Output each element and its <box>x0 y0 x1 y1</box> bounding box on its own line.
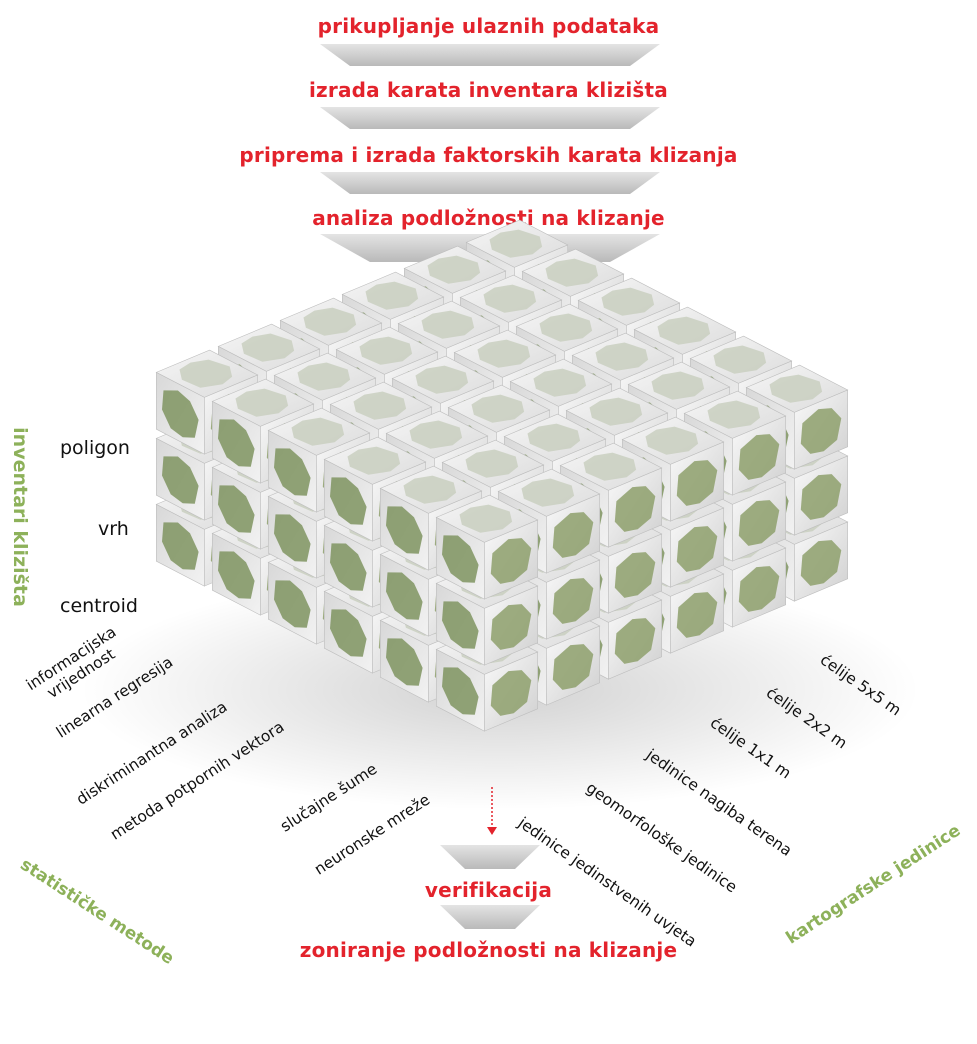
cube-left-map <box>274 448 311 496</box>
cube-top-map <box>533 368 587 397</box>
inventory-item-centroid: centroid <box>60 595 138 617</box>
cube-right-map <box>490 670 532 716</box>
step-arrow-band-2 <box>320 107 660 129</box>
cube-left-map <box>274 514 311 562</box>
step-data-collection: prikupljanje ulaznih podataka <box>317 14 660 38</box>
cube-left-map <box>162 456 199 504</box>
cube-top-map <box>477 339 531 368</box>
final-arrow-band-2 <box>440 905 540 929</box>
cube-right-map <box>800 408 842 454</box>
cube-left-map <box>162 390 199 438</box>
cube-left-map <box>218 485 255 533</box>
cube-right-map <box>738 566 780 612</box>
cube-right-map <box>490 538 532 584</box>
cube-top-map <box>589 397 643 426</box>
cube-top-map <box>365 281 419 310</box>
cube-right-map <box>676 526 718 572</box>
cube-right-map <box>552 512 594 558</box>
cube-left-map <box>274 580 311 628</box>
cube-top-map <box>595 342 649 371</box>
inventory-item-polygon: poligon <box>60 437 130 459</box>
cube-top-map <box>303 307 357 336</box>
cube-top-map <box>645 426 699 455</box>
cube-top-map <box>459 504 513 533</box>
cube-right-map <box>738 500 780 546</box>
cube-top-map <box>471 394 525 423</box>
axis-title-inventory: inventari klizišta <box>8 427 31 607</box>
cube-left-map <box>386 506 423 554</box>
matrix-cube <box>683 390 787 496</box>
cube-left-map <box>330 609 367 657</box>
cube-top-map <box>483 284 537 313</box>
cube-top-map <box>521 478 575 507</box>
dotted-arrow-bottom <box>487 787 497 835</box>
cube-top-map <box>707 400 761 429</box>
matrix-cube <box>435 494 539 600</box>
cube-right-map <box>614 552 656 598</box>
cube-left-map <box>330 543 367 591</box>
cube-top-map <box>465 449 519 478</box>
cube-top-map <box>545 258 599 287</box>
cube-top-map <box>657 316 711 345</box>
cube-top-map <box>415 365 469 394</box>
cube-top-map <box>601 287 655 316</box>
matrix-cube <box>267 407 371 513</box>
cube-left-map <box>442 535 479 583</box>
inventory-item-peak: vrh <box>98 518 129 540</box>
cube-top-map <box>651 371 705 400</box>
cube-left-map <box>442 667 479 715</box>
cube-right-map <box>738 434 780 480</box>
step-arrow-band-3 <box>320 172 660 194</box>
cube-left-map <box>218 419 255 467</box>
cube-right-map <box>800 474 842 520</box>
final-arrow-band-1 <box>440 845 540 869</box>
cube-top-map <box>421 310 475 339</box>
cube-top-map <box>489 229 543 258</box>
cube-left-map <box>386 638 423 686</box>
cube-top-map <box>403 475 457 504</box>
cube-left-map <box>386 572 423 620</box>
step-verification: verifikacija <box>424 878 553 902</box>
cube-top-map <box>769 374 823 403</box>
step-arrow-band-1 <box>320 44 660 66</box>
step-susceptibility-analysis: analiza podložnosti na klizanje <box>312 206 665 230</box>
cube-top-map <box>427 255 481 284</box>
cube-top-map <box>713 345 767 374</box>
step-factor-maps: priprema i izrada faktorskih karata kliz… <box>239 143 738 167</box>
cube-left-map <box>442 601 479 649</box>
step-zoning: zoniranje podložnosti na klizanje <box>299 938 678 962</box>
cube-right-map <box>614 618 656 664</box>
cube-top-map <box>527 423 581 452</box>
cube-left-map <box>330 477 367 525</box>
cube-left-map <box>218 551 255 599</box>
cube-right-map <box>676 592 718 638</box>
cube-right-map <box>614 486 656 532</box>
cube-top-map <box>539 313 593 342</box>
cube-top-map <box>241 333 295 362</box>
cube-right-map <box>490 604 532 650</box>
cube-left-map <box>162 522 199 570</box>
cube-top-map <box>291 417 345 446</box>
cube-top-map <box>359 336 413 365</box>
cube-top-map <box>409 420 463 449</box>
cube-top-map <box>583 452 637 481</box>
cube-right-map <box>552 578 594 624</box>
cube-right-map <box>800 540 842 586</box>
cube-top-map <box>297 362 351 391</box>
cube-top-map <box>353 391 407 420</box>
cube-top-map <box>235 388 289 417</box>
cube-top-map <box>347 446 401 475</box>
cube-right-map <box>552 644 594 690</box>
cube-right-map <box>676 460 718 506</box>
step-inventory-maps: izrada karata inventara klizišta <box>309 78 668 102</box>
cube-top-map <box>179 359 233 388</box>
